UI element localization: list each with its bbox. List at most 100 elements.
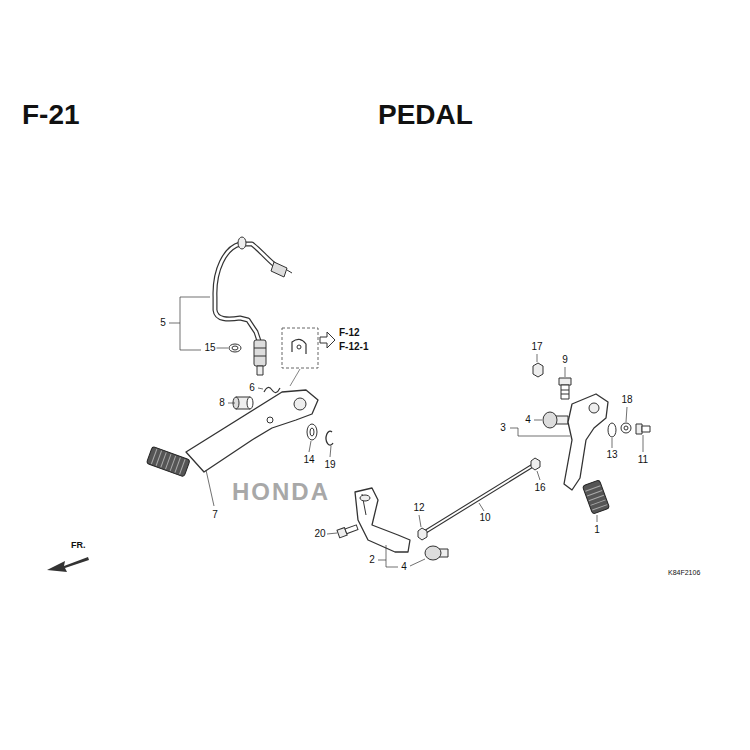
bolt <box>337 523 359 537</box>
return-spring <box>264 387 280 392</box>
callout-number: 3 <box>499 423 507 433</box>
shift-pedal <box>589 495 604 500</box>
brake-pedal <box>146 446 190 477</box>
reference-box <box>297 345 301 349</box>
leader-lines <box>510 428 570 436</box>
leader-lines <box>565 367 566 377</box>
callout-number: 18 <box>620 395 633 405</box>
washer <box>608 423 616 437</box>
callout-number: 11 <box>637 455 649 465</box>
callout-number: 4 <box>400 562 408 572</box>
callout-number: 12 <box>412 503 425 513</box>
leader-lines <box>643 435 644 452</box>
brake-pedal <box>166 454 171 469</box>
shift-pedal <box>585 486 600 491</box>
reference-box <box>282 328 335 386</box>
callout-number: 9 <box>561 355 569 365</box>
bolt <box>345 525 358 534</box>
pivot-bushing <box>247 397 253 409</box>
bolt <box>642 426 650 432</box>
leader-lines <box>479 503 484 511</box>
front-arrow <box>47 557 89 572</box>
return-spring <box>264 387 280 392</box>
washer <box>608 423 616 437</box>
brake-rod <box>215 244 276 297</box>
bolt <box>561 394 569 395</box>
bolt <box>559 378 571 385</box>
brake-rod <box>215 244 276 297</box>
brake-pedal <box>161 452 166 467</box>
leader-lines <box>537 354 538 362</box>
washer <box>307 424 317 440</box>
brake-rod <box>287 270 292 273</box>
brake-pedal <box>180 459 185 474</box>
brake-pedal <box>146 446 190 477</box>
nut <box>533 363 543 377</box>
callout-number: 10 <box>478 513 491 523</box>
leader-lines <box>534 420 542 421</box>
shift-pedal <box>582 480 609 514</box>
shift-pedal <box>587 491 602 496</box>
front-arrow <box>47 557 89 572</box>
leader-lines <box>327 533 337 534</box>
leader-lines <box>419 515 421 527</box>
bolt <box>636 424 642 434</box>
pivot-bushing <box>233 397 253 409</box>
brake-rod <box>238 237 246 249</box>
shift-arm <box>360 495 370 501</box>
shift-rod <box>531 458 540 470</box>
watermark: HONDA <box>232 480 330 504</box>
shift-pedal <box>592 505 607 510</box>
callout-number: 8 <box>218 398 226 408</box>
washer <box>621 423 631 433</box>
leader-lines <box>228 403 235 404</box>
brake-rod <box>271 262 287 277</box>
hose-clamp <box>229 344 241 352</box>
leader-lines <box>626 407 627 422</box>
leader-lines <box>378 545 398 567</box>
washer <box>310 428 314 436</box>
bolt <box>561 390 569 391</box>
leader-lines <box>597 515 598 522</box>
reference-code: F-12-1 <box>339 342 368 352</box>
shift-rod <box>425 466 532 532</box>
callout-number: 2 <box>368 555 376 565</box>
washer <box>621 423 631 433</box>
reference-box <box>282 328 318 368</box>
leader-lines <box>216 348 228 349</box>
washer <box>307 424 317 440</box>
brake-pedal <box>186 390 318 472</box>
nut <box>533 363 543 377</box>
callout-number: 17 <box>530 342 543 352</box>
parts-drawing <box>146 237 650 560</box>
callout-number: 4 <box>524 415 532 425</box>
brake-rod <box>257 366 263 375</box>
ball-joint <box>425 546 441 560</box>
circlip <box>326 431 333 445</box>
callout-number: 1 <box>593 525 601 535</box>
brake-rod <box>254 356 266 357</box>
brake-rod <box>254 340 266 366</box>
leader-lines <box>410 559 425 566</box>
reference-box <box>320 332 335 348</box>
reference-box <box>292 339 306 354</box>
brake-pedal <box>146 390 318 477</box>
brake-rod <box>215 297 260 344</box>
reference-box <box>290 369 300 386</box>
callout-number: 13 <box>605 450 618 460</box>
leader-lines <box>206 470 214 506</box>
shift-arm <box>355 488 410 552</box>
direction-label: FR. <box>71 541 86 550</box>
shift-rod <box>418 528 427 540</box>
shift-rod <box>418 458 540 540</box>
brake-pedal <box>151 449 156 464</box>
brake-pedal <box>175 458 180 473</box>
brake-rod <box>215 297 260 344</box>
page-title: PEDAL <box>378 101 473 129</box>
figure-code: F-21 <box>22 101 80 129</box>
shift-pedal <box>589 403 599 413</box>
callout-number: 14 <box>302 455 315 465</box>
callout-number: 6 <box>248 383 256 393</box>
